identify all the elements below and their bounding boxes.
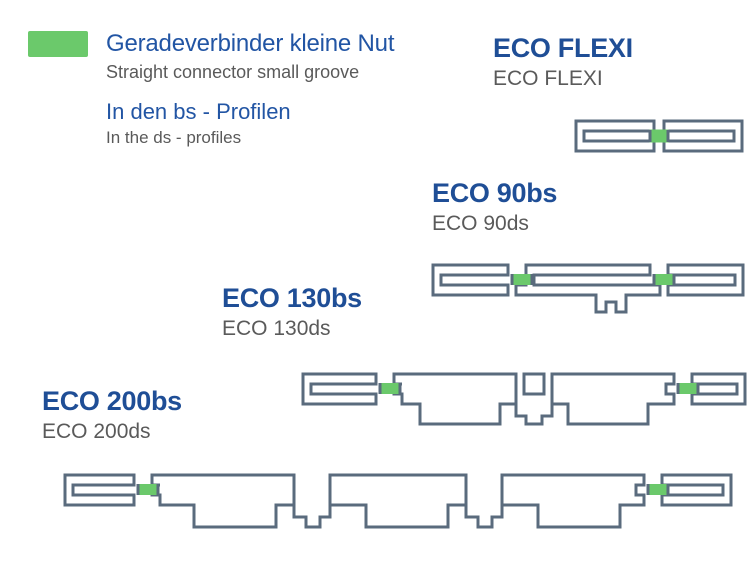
green-connector-tab-left	[512, 274, 532, 285]
profile-drawing-eco-200bs	[62, 472, 734, 544]
product-name-en: ECO 90ds	[432, 212, 529, 235]
green-connector-tab-right	[678, 383, 698, 394]
profile-drawing-eco-90bs	[430, 262, 746, 324]
green-connector-tab-left	[380, 383, 400, 394]
legend-title-de: Geradeverbinder kleine Nut	[106, 30, 395, 57]
product-heading-eco-90bs: ECO 90bs ECO 90ds	[432, 178, 557, 236]
product-heading-eco-flexi: ECO FLEXI ECO FLEXI	[493, 33, 633, 91]
product-name-de: ECO 200bs	[42, 386, 182, 416]
green-connector-tab-right	[654, 274, 674, 285]
legend-primary-row: Geradeverbinder kleine Nut	[28, 30, 448, 58]
product-heading-eco-200bs: ECO 200bs ECO 200ds	[42, 386, 182, 444]
legend-scope-en: In the ds - profiles	[106, 128, 242, 147]
product-name-de: ECO FLEXI	[493, 33, 633, 63]
green-connector-tab	[649, 129, 669, 143]
legend-block: Geradeverbinder kleine Nut Straight conn…	[28, 30, 448, 148]
legend-scope-de: In den bs - Profilen	[106, 99, 291, 124]
product-heading-eco-130bs: ECO 130bs ECO 130ds	[222, 283, 362, 341]
profile-drawing-eco-130bs	[300, 371, 748, 439]
profile-drawing-eco-flexi	[574, 117, 744, 155]
green-connector-tab-right	[648, 484, 668, 495]
product-name-en: ECO 130ds	[222, 317, 331, 340]
product-name-en: ECO 200ds	[42, 420, 151, 443]
product-name-de: ECO 90bs	[432, 178, 558, 208]
green-connector-tab-left	[138, 484, 158, 495]
product-name-de: ECO 130bs	[222, 283, 362, 313]
legend-title-en: Straight connector small groove	[106, 62, 360, 82]
green-connector-swatch	[28, 31, 88, 57]
product-name-en: ECO FLEXI	[493, 67, 603, 90]
